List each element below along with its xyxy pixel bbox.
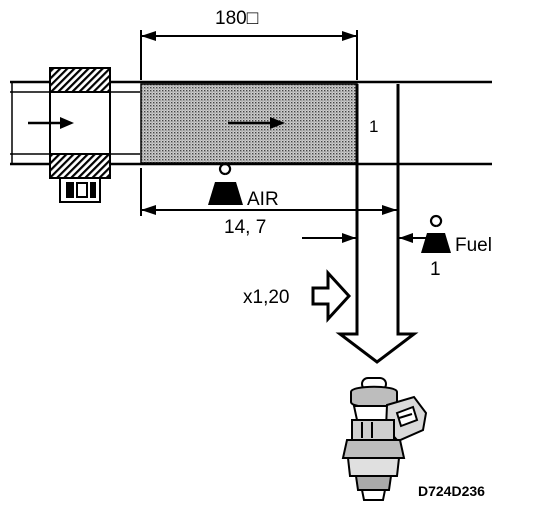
air-weight-icon — [208, 162, 243, 205]
air-label: AIR — [247, 189, 279, 210]
air-ratio-dimension — [140, 168, 397, 216]
flow-arrow-icon — [28, 117, 74, 129]
multiplier-label: x1,20 — [243, 287, 289, 308]
top-dimension-label: 180□ — [215, 8, 259, 29]
fuel-injector-icon — [341, 377, 428, 501]
air-ratio-label: 14, 7 — [224, 217, 266, 238]
figure-code: D724D236 — [418, 483, 485, 499]
sensor-connector — [59, 177, 101, 203]
chamber-number: 1 — [369, 117, 378, 136]
top-dimension: 180□ — [140, 8, 358, 80]
air-flow-meter — [49, 67, 111, 203]
fuel-weight-icon — [421, 214, 451, 253]
fuel-ratio-label: 1 — [430, 259, 441, 280]
fuel-column-arrow — [335, 84, 419, 364]
air-mass-block — [140, 83, 358, 164]
fuel-label: Fuel — [455, 235, 492, 256]
fuel-width-dimension — [302, 233, 428, 243]
outline-arrow-icon — [311, 269, 352, 323]
